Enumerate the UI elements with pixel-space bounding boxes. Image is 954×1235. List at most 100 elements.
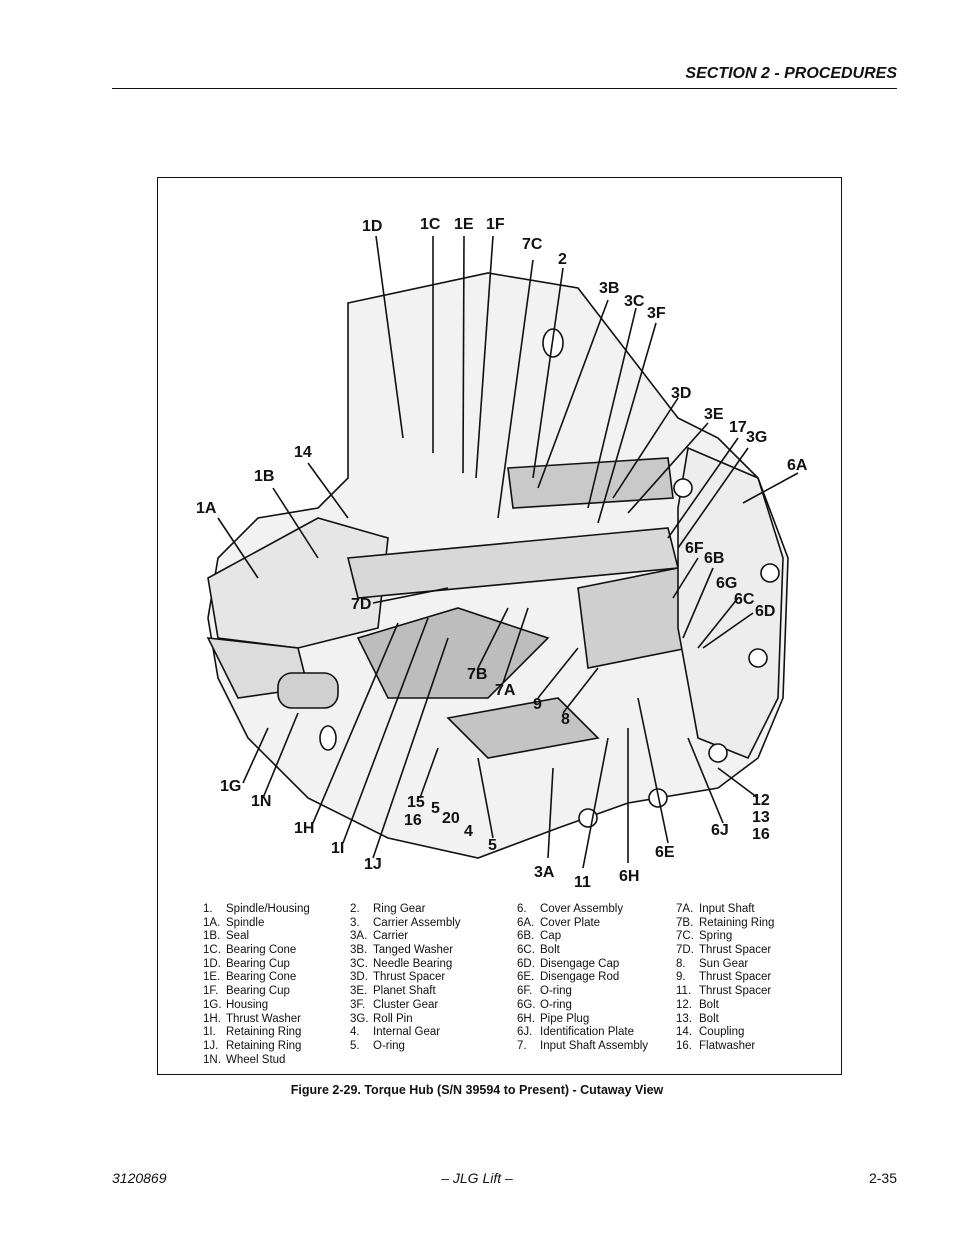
legend-item-number: 1E. [203,971,221,984]
legend-item-number: 7D. [676,944,694,957]
legend-item: 6C.Bolt [517,944,648,958]
legend-item-name: Sun Gear [699,957,749,970]
legend-item-number: 3A. [350,930,368,943]
legend-item-number: 1D. [203,957,221,970]
callout-label: 6A [787,457,808,474]
legend-item: 4.Internal Gear [350,1026,461,1040]
legend-item: 1I. Retaining Ring [203,1026,310,1040]
legend-item-name: Carrier Assembly [373,916,461,929]
legend-item-number: 14. [676,1026,692,1039]
legend-item-name: Bolt [540,944,560,957]
callout-label: 6D [755,603,776,620]
legend-item-number: 1H. [203,1012,221,1025]
legend-item: 12.Bolt [676,999,774,1013]
legend-item-name: Spindle/Housing [226,903,310,915]
callout-label: 4 [464,823,473,840]
legend-item-name: Disengage Rod [540,971,620,984]
legend-item: 7.Input Shaft Assembly [517,1040,648,1054]
callout-label: 13 [752,809,770,826]
legend-item-number: 1I. [203,1026,216,1039]
legend-item: 1D.Bearing Cup [203,958,310,972]
legend-item-name: Thrust Washer [226,1012,301,1025]
callout-label: 3B [599,280,620,297]
legend-item: 3G. Roll Pin [350,1013,461,1027]
legend-item-number: 6. [517,903,527,915]
callout-label: 1F [486,216,505,233]
callout-label: 6B [704,550,725,567]
callout-label: 3A [534,864,555,881]
callout-label: 6E [655,844,675,861]
callout-label: 1C [420,216,441,233]
legend-item-name: Wheel Stud [226,1053,286,1066]
legend-item-name: Identification Plate [540,1026,634,1039]
legend-item: 6H.Pipe Plug [517,1013,648,1027]
legend-item-name: Thrust Spacer [699,944,772,957]
legend-item: 3F.Cluster Gear [350,999,461,1013]
legend-item-number: 6E. [517,971,535,984]
legend-item-number: 8. [676,957,686,970]
legend-item: 1F. Bearing Cup [203,985,310,999]
legend-column-2: 2.Ring Gear 3.Carrier Assembly 3A.Carrie… [350,903,461,1054]
legend-item-number: 2. [350,903,360,915]
callout-label: 3G [746,429,768,446]
callout-label: 3C [624,293,645,310]
legend-item-number: 6A. [517,916,535,929]
legend-item-name: Pipe Plug [540,1012,590,1025]
callout-label: 20 [442,810,460,827]
callout-label: 1D [362,218,383,235]
legend-item-name: O-ring [540,985,572,998]
figure-frame: 1D 1C 1E 1F 7C 2 3B 3C 3F 3D 3E 17 3G 6A… [157,177,842,1075]
legend-item-number: 7C. [676,930,694,943]
legend-item: 7C.Spring [676,930,774,944]
legend-item-name: Retaining Ring [226,1039,302,1052]
callout-label: 7B [467,666,488,683]
footer-brand: – JLG Lift – [441,1170,513,1186]
callout-label: 1N [251,793,272,810]
callout-label: 16 [404,812,422,829]
header-rule [112,88,897,89]
legend-item-number: 6G. [517,998,536,1011]
legend-item-name: Thrust Spacer [699,971,772,984]
legend-column-3: 6.Cover Assembly 6A.Cover Plate 6B.Cap 6… [517,903,648,1054]
legend-item: 6F.O-ring [517,985,648,999]
legend-item-name: Cap [540,930,562,943]
legend-item-number: 9. [676,971,686,984]
legend-item: 6.Cover Assembly [517,903,648,917]
legend-item-name: Retaining Ring [699,916,775,929]
callout-label: 6C [734,591,755,608]
legend-item-number: 3F. [350,998,366,1011]
legend-item-name: Retaining Ring [226,1026,302,1039]
legend-item: 14.Coupling [676,1026,774,1040]
torque-hub-cutaway-drawing [206,235,799,869]
legend-item: 2.Ring Gear [350,903,461,917]
callout-label: 7A [495,682,516,699]
legend-item-name: Seal [226,930,250,943]
legend-item-number: 1C. [203,944,221,957]
callout-label: 1H [294,820,315,837]
legend-item: 6A.Cover Plate [517,917,648,931]
legend-item-number: 7B. [676,916,694,929]
legend-item-name: Bearing Cone [226,944,297,957]
legend-item: 3D.Thrust Spacer [350,971,461,985]
legend-item-number: 3D. [350,971,368,984]
legend-item-number: 7A. [676,903,694,915]
legend-item: 1A.Spindle [203,917,310,931]
legend-item-number: 3G. [350,1012,369,1025]
section-title: SECTION 2 - PROCEDURES [685,65,897,82]
callout-label: 3F [647,305,666,322]
legend-item-number: 3. [350,916,360,929]
legend-item-name: Bolt [699,1012,719,1025]
legend-item-name: Roll Pin [373,1012,413,1025]
legend-item-name: Spindle [226,916,265,929]
callout-label: 7D [351,596,372,613]
legend-item: 1C. Bearing Cone [203,944,310,958]
callout-label: 7C [522,236,543,253]
legend-item-number: 12. [676,998,692,1011]
legend-item: 1N.Wheel Stud [203,1054,310,1068]
legend-item-name: Bearing Cup [226,985,290,998]
legend-item-number: 1. [203,903,213,915]
legend-item-number: 16. [676,1039,692,1052]
legend-item-number: 5. [350,1039,360,1052]
legend-item-number: 7. [517,1039,527,1052]
legend-item-number: 1F. [203,985,219,998]
